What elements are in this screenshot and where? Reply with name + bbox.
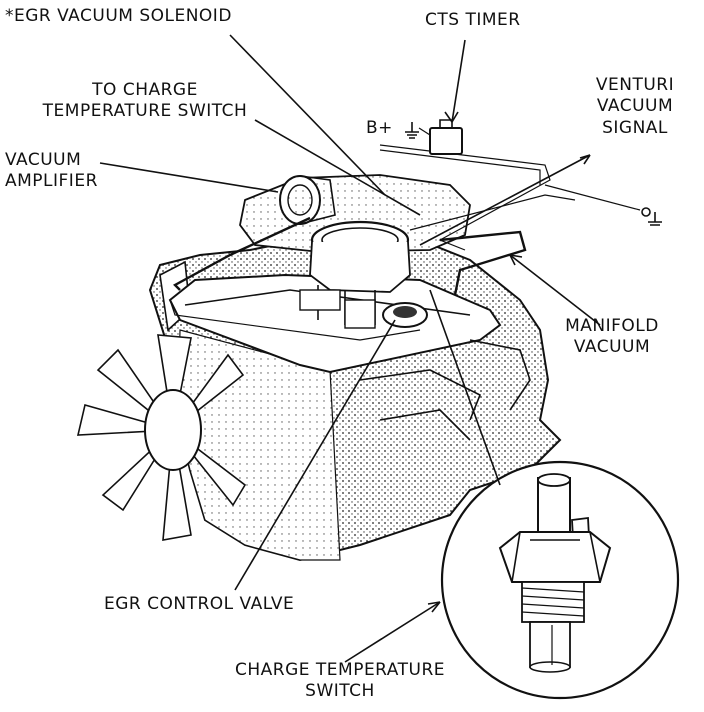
manifold-vacuum-line1: MANIFOLD	[565, 316, 659, 336]
charge-temp-switch-detail	[498, 473, 612, 673]
egr-vacuum-solenoid-label: *EGR VACUUM SOLENOID	[5, 6, 232, 26]
to-charge-temperature-switch-line2: TEMPERATURE SWITCH	[42, 101, 248, 122]
engine-block	[148, 239, 562, 562]
manifold-vacuum-line2: VACUUM	[573, 337, 651, 358]
manifold-vacuum-label: MANIFOLD VACUUM	[552, 316, 672, 359]
ground-connector	[641, 207, 662, 226]
venturi-vacuum-signal-line1: VENTURI	[595, 75, 675, 95]
charge-temperature-switch-line2: SWITCH	[305, 681, 375, 702]
venturi-vacuum-signal-line3: SIGNAL	[602, 117, 668, 138]
cooling-fan	[76, 334, 247, 541]
vacuum-amplifier-line2: AMPLIFIER	[5, 171, 98, 192]
egr-control-valve-component	[382, 302, 428, 328]
charge-temperature-switch-line1: CHARGE TEMPERATURE	[234, 660, 445, 680]
vacuum-amplifier-component	[279, 175, 336, 225]
vacuum-amplifier-label: VACUUM AMPLIFIER	[5, 150, 98, 193]
vacuum-amplifier-line1: VACUUM	[5, 150, 82, 170]
cts-timer-label: CTS TIMER	[425, 10, 521, 30]
to-charge-temperature-switch-line1: TO CHARGE	[92, 80, 198, 100]
to-charge-temperature-switch-label: TO CHARGE TEMPERATURE SWITCH	[30, 80, 260, 123]
vacuum-lines	[169, 144, 641, 341]
egr-control-valve-label: EGR CONTROL VALVE	[104, 594, 295, 614]
venturi-vacuum-signal-label: VENTURI VACUUM SIGNAL	[580, 75, 690, 139]
cts-timer-component	[429, 119, 463, 155]
leader-lines	[99, 34, 601, 663]
venturi-vacuum-signal-line2: VACUUM	[596, 96, 674, 117]
carburetor	[299, 220, 411, 329]
charge-temperature-switch-label: CHARGE TEMPERATURE SWITCH	[205, 660, 475, 703]
b-plus-label: B+	[366, 118, 393, 138]
ground-symbol	[405, 122, 431, 139]
